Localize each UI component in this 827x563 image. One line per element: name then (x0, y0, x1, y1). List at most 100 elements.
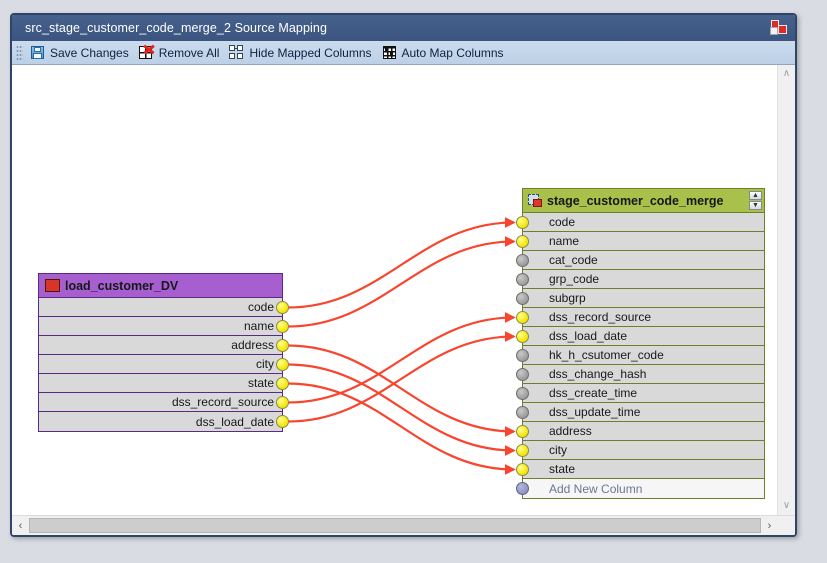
target-column-label: cat_code (549, 253, 598, 267)
source-mapping-window: src_stage_customer_code_merge_2 Source M… (10, 13, 797, 537)
scrollbar-right-arrow[interactable]: › (767, 519, 772, 532)
source-column-label: state (247, 376, 274, 390)
target-column-connector-dot[interactable] (516, 425, 529, 438)
target-column-connector-dot[interactable] (516, 292, 529, 305)
hide-mapped-columns-button[interactable]: Hide Mapped Columns (224, 42, 376, 63)
target-column-row[interactable]: dss_record_source (516, 308, 764, 327)
target-column-row[interactable]: dss_load_date (516, 327, 764, 346)
target-column-connector-dot[interactable] (516, 216, 529, 229)
scroll-up-icon[interactable]: ▲ (749, 191, 762, 200)
target-column-row[interactable]: city (516, 441, 764, 460)
target-column-row[interactable]: state (516, 460, 764, 479)
source-column-row[interactable]: dss_load_date (39, 412, 289, 431)
mapped-target-icon (528, 193, 543, 208)
source-column-connector-dot[interactable] (276, 358, 289, 371)
grid-delete-icon (138, 44, 155, 60)
add-new-column-label: Add New Column (549, 481, 643, 496)
scroll-down-icon[interactable]: ▼ (749, 201, 762, 210)
source-table-header[interactable]: load_customer_DV (39, 274, 282, 298)
mapping-link[interactable] (287, 344, 516, 437)
target-column-connector-dot[interactable] (516, 482, 529, 495)
target-column-row[interactable]: grp_code (516, 270, 764, 289)
table-grid-icon (45, 279, 60, 292)
toolbar: Save Changes Remove All Hide Mapped Colu… (12, 41, 795, 65)
source-column-connector-dot[interactable] (276, 415, 289, 428)
toolbar-grip[interactable] (16, 45, 23, 60)
auto-map-columns-button[interactable]: Auto Map Columns (377, 42, 509, 63)
hide-columns-icon (229, 45, 245, 60)
hide-mapped-columns-label: Hide Mapped Columns (249, 45, 372, 60)
target-column-row[interactable]: name (516, 232, 764, 251)
source-column-row[interactable]: code (39, 298, 289, 317)
mapping-link[interactable] (287, 363, 516, 456)
horizontal-scrollbar[interactable]: ‹ › (12, 515, 795, 535)
source-column-connector-dot[interactable] (276, 320, 289, 333)
source-column-label: dss_load_date (195, 414, 274, 429)
target-column-row[interactable]: hk_h_csutomer_code (516, 346, 764, 365)
source-column-connector-dot[interactable] (276, 301, 289, 314)
mapping-link[interactable] (287, 217, 516, 309)
target-column-row[interactable]: subgrp (516, 289, 764, 308)
target-column-label: dss_change_hash (549, 367, 647, 381)
target-column-label: state (549, 462, 576, 476)
source-column-label: city (256, 357, 274, 371)
target-column-connector-dot[interactable] (516, 273, 529, 286)
source-column-row[interactable]: city (39, 355, 289, 374)
window-title: src_stage_customer_code_merge_2 Source M… (25, 21, 327, 35)
target-column-connector-dot[interactable] (516, 387, 529, 400)
source-column-row[interactable]: state (39, 374, 289, 393)
target-column-connector-dot[interactable] (516, 311, 529, 324)
target-column-row[interactable]: dss_change_hash (516, 365, 764, 384)
window-tile-icon[interactable] (769, 19, 789, 37)
scrollbar-down-arrow[interactable]: ∨ (782, 500, 791, 511)
source-column-row[interactable]: dss_record_source (39, 393, 289, 412)
mapping-link[interactable] (287, 382, 516, 475)
add-new-column-row[interactable]: Add New Column (516, 479, 764, 498)
source-column-label: code (247, 300, 274, 314)
mapping-link[interactable] (287, 236, 516, 328)
floppy-disk-icon (30, 45, 46, 60)
target-column-row[interactable]: code (516, 213, 764, 232)
target-column-connector-dot[interactable] (516, 330, 529, 343)
source-column-row[interactable]: address (39, 336, 289, 355)
source-column-label: name (243, 319, 274, 333)
target-column-connector-dot[interactable] (516, 406, 529, 419)
target-column-row[interactable]: address (516, 422, 764, 441)
target-column-row[interactable]: cat_code (516, 251, 764, 270)
target-column-label: hk_h_csutomer_code (549, 348, 664, 362)
scrollbar-up-arrow[interactable]: ∧ (782, 68, 791, 79)
target-column-connector-dot[interactable] (516, 463, 529, 476)
source-column-row[interactable]: name (39, 317, 289, 336)
scrollbar-left-arrow[interactable]: ‹ (18, 519, 23, 532)
target-column-connector-dot[interactable] (516, 444, 529, 457)
remove-all-button[interactable]: Remove All (134, 42, 225, 63)
source-column-connector-dot[interactable] (276, 339, 289, 352)
vertical-scrollbar[interactable]: ∧ ∨ (777, 65, 795, 515)
save-changes-button[interactable]: Save Changes (25, 42, 134, 63)
target-column-row[interactable]: dss_create_time (516, 384, 764, 403)
save-changes-label: Save Changes (50, 45, 129, 60)
auto-map-columns-label: Auto Map Columns (401, 45, 504, 60)
source-column-connector-dot[interactable] (276, 396, 289, 409)
mapping-link[interactable] (287, 331, 516, 423)
source-table[interactable]: load_customer_DV code name address city stat… (38, 273, 289, 432)
scrollbar-thumb[interactable] (29, 518, 761, 533)
target-column-connector-dot[interactable] (516, 368, 529, 381)
source-column-label: address (231, 338, 274, 352)
target-column-label: city (549, 443, 567, 457)
auto-map-icon (382, 45, 398, 60)
target-table-name: stage_customer_code_merge (547, 193, 724, 208)
target-scroll-spinner[interactable]: ▲ ▼ (749, 191, 762, 210)
target-column-label: dss_record_source (549, 310, 652, 324)
target-column-connector-dot[interactable] (516, 349, 529, 362)
target-table-header[interactable]: stage_customer_code_merge ▲ ▼ (523, 189, 764, 213)
target-column-row[interactable]: dss_update_time (516, 403, 764, 422)
target-column-connector-dot[interactable] (516, 235, 529, 248)
target-column-connector-dot[interactable] (516, 254, 529, 267)
source-column-connector-dot[interactable] (276, 377, 289, 390)
title-bar: src_stage_customer_code_merge_2 Source M… (12, 15, 795, 41)
mapping-link[interactable] (287, 312, 516, 404)
